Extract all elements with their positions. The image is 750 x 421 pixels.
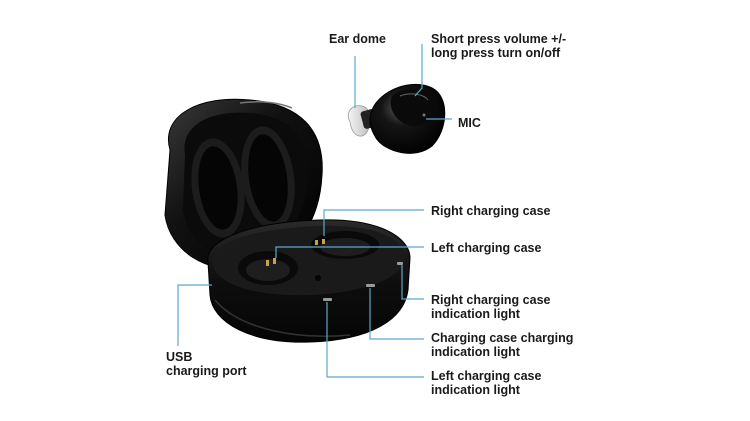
label-right-case: Right charging case [431, 204, 550, 218]
label-button-line1: Short press volume +/- [431, 32, 566, 46]
label-ear-dome: Ear dome [329, 32, 386, 46]
label-mic: MIC [458, 116, 481, 130]
leader-usb [178, 285, 212, 346]
label-mic-text: MIC [458, 116, 481, 130]
label-right-light-line2: indication light [431, 307, 550, 321]
label-usb-line2: charging port [166, 364, 247, 378]
label-case-light: Charging case charging indication light [431, 331, 573, 359]
label-left-case-text: Left charging case [431, 241, 541, 255]
label-ear-dome-text: Ear dome [329, 32, 386, 46]
label-left-light-line2: indication light [431, 383, 541, 397]
label-usb-line1: USB [166, 350, 247, 364]
label-left-light-line1: Left charging case [431, 369, 541, 383]
label-case-light-line2: indication light [431, 345, 573, 359]
label-right-case-text: Right charging case [431, 204, 550, 218]
label-right-light: Right charging case indication light [431, 293, 550, 321]
label-left-case: Left charging case [431, 241, 541, 255]
label-button-line2: long press turn on/off [431, 46, 566, 60]
label-button: Short press volume +/- long press turn o… [431, 32, 566, 60]
label-usb: USB charging port [166, 350, 247, 378]
label-right-light-line1: Right charging case [431, 293, 550, 307]
label-left-light: Left charging case indication light [431, 369, 541, 397]
case-base [208, 220, 410, 342]
label-case-light-line1: Charging case charging [431, 331, 573, 345]
